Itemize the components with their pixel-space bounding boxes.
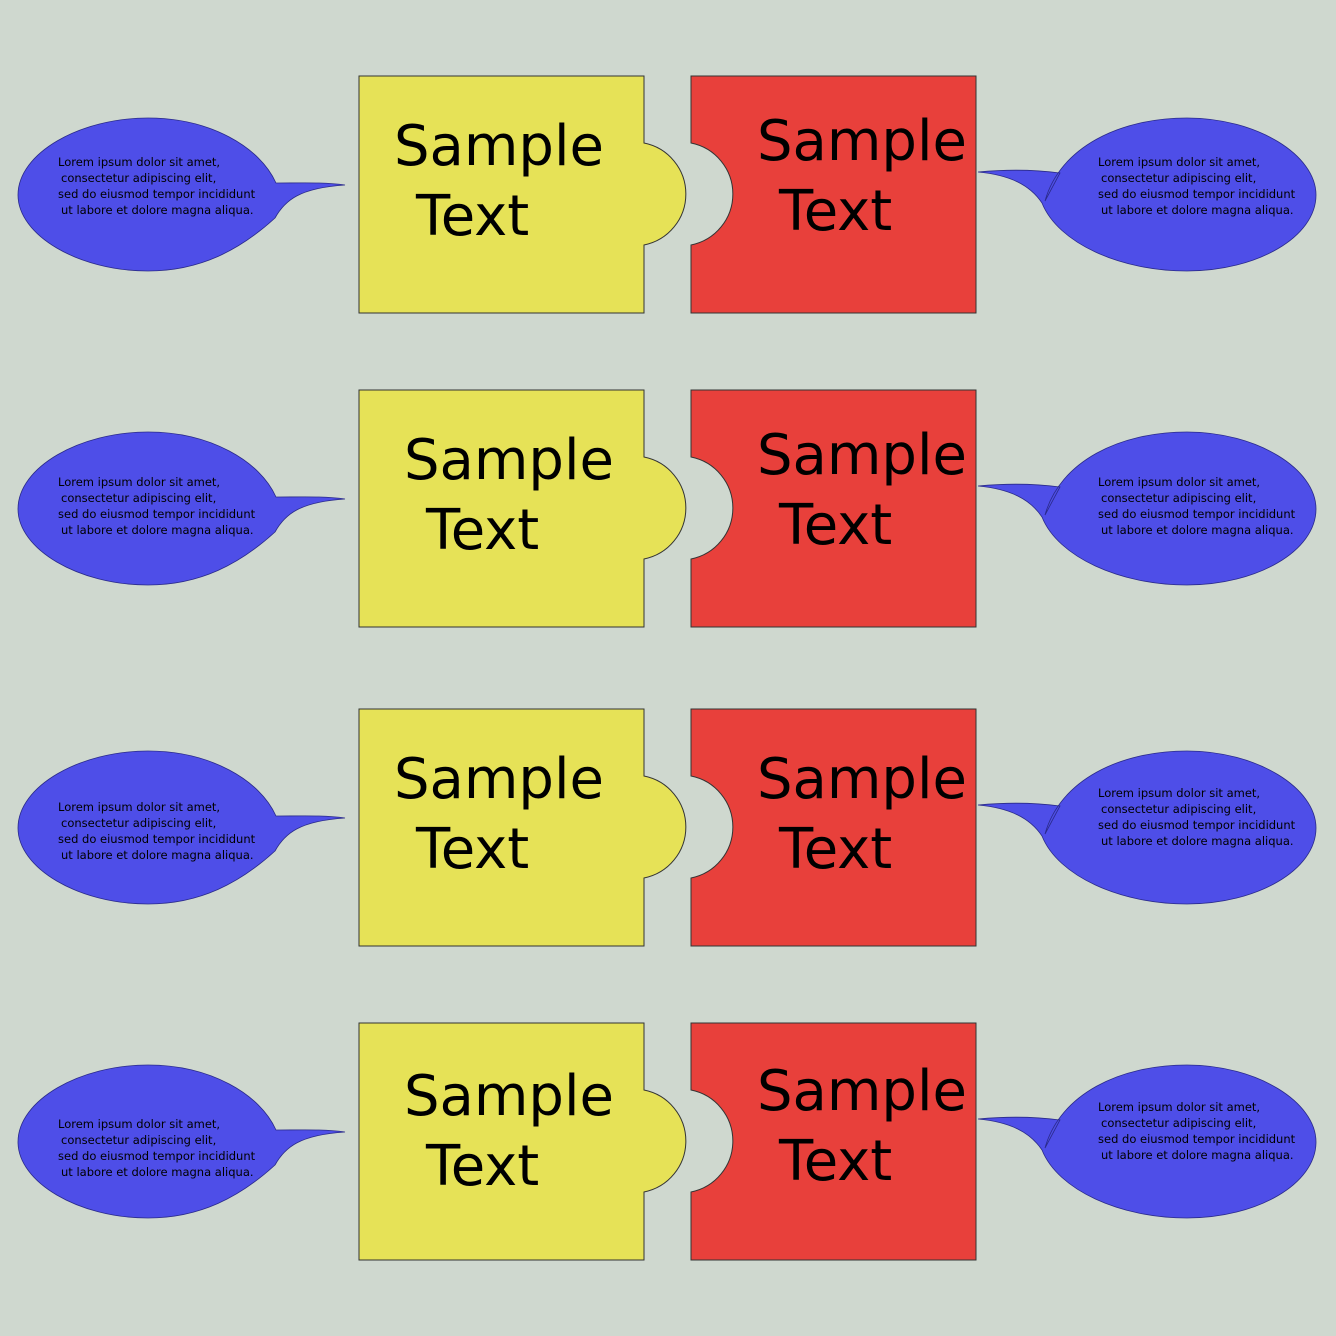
bubble-line: consectetur adipiscing elit, xyxy=(61,171,217,185)
label-line-2: Text xyxy=(426,498,540,563)
bubble-line: consectetur adipiscing elit, xyxy=(1101,491,1257,505)
label-line-1: Sample xyxy=(757,423,967,488)
left-bubble-text: Lorem ipsum dolor sit amet, consectetur … xyxy=(58,474,255,538)
bubble-line: sed do eiusmod tempor incididunt xyxy=(58,507,256,521)
left-bubble-text: Lorem ipsum dolor sit amet, consectetur … xyxy=(58,799,255,863)
bubble-line: ut labore et dolore magna aliqua. xyxy=(61,523,254,537)
label-line-2: Text xyxy=(416,817,530,882)
label-line-1: Sample xyxy=(394,114,604,179)
label-line-2: Text xyxy=(426,1134,540,1199)
bubble-line: ut labore et dolore magna aliqua. xyxy=(1101,1148,1294,1162)
bubble-line: sed do eiusmod tempor incididunt xyxy=(1098,818,1296,832)
red-puzzle-piece xyxy=(690,708,977,947)
left-speech-bubble xyxy=(17,1064,346,1219)
puzzle-row-4: Sample Text Sample Text Lorem ipsum dolo… xyxy=(0,1022,1336,1262)
bubble-line: Lorem ipsum dolor sit amet, xyxy=(1098,786,1261,800)
yellow-puzzle-piece xyxy=(358,1022,687,1261)
bubble-line: ut labore et dolore magna aliqua. xyxy=(61,1165,254,1179)
yellow-piece-label: Sample Text xyxy=(394,112,604,252)
bubble-line: ut labore et dolore magna aliqua. xyxy=(1101,523,1294,537)
yellow-piece-label: Sample Text xyxy=(404,426,614,566)
bubble-line: consectetur adipiscing elit, xyxy=(61,1133,217,1147)
left-bubble-text: Lorem ipsum dolor sit amet, consectetur … xyxy=(58,1116,255,1180)
row-shapes xyxy=(17,75,1317,314)
right-bubble-text: Lorem ipsum dolor sit amet, consectetur … xyxy=(1098,785,1295,849)
label-line-2: Text xyxy=(416,184,530,249)
bubble-line: ut labore et dolore magna aliqua. xyxy=(1101,203,1294,217)
bubble-line: consectetur adipiscing elit, xyxy=(61,491,217,505)
row-shapes xyxy=(17,708,1317,947)
bubble-line: Lorem ipsum dolor sit amet, xyxy=(58,1117,221,1131)
label-line-1: Sample xyxy=(757,1059,967,1124)
yellow-puzzle-piece xyxy=(358,75,687,314)
left-speech-bubble xyxy=(17,750,346,905)
label-line-2: Text xyxy=(779,179,893,244)
right-speech-bubble xyxy=(977,1064,1317,1219)
right-speech-bubble xyxy=(977,117,1317,272)
puzzle-row-1: Sample Text Sample Text Lorem ipsum dolo… xyxy=(0,75,1336,315)
yellow-puzzle-piece xyxy=(358,708,687,947)
yellow-puzzle-piece xyxy=(358,389,687,628)
bubble-line: Lorem ipsum dolor sit amet, xyxy=(1098,155,1261,169)
puzzle-row-3: Sample Text Sample Text Lorem ipsum dolo… xyxy=(0,708,1336,948)
bubble-line: Lorem ipsum dolor sit amet, xyxy=(1098,475,1261,489)
row-shapes xyxy=(17,389,1317,628)
label-line-2: Text xyxy=(779,1129,893,1194)
red-piece-label: Sample Text xyxy=(757,1057,967,1197)
red-piece-label: Sample Text xyxy=(757,107,967,247)
bubble-line: sed do eiusmod tempor incididunt xyxy=(1098,507,1296,521)
right-bubble-text: Lorem ipsum dolor sit amet, consectetur … xyxy=(1098,154,1295,218)
red-piece-label: Sample Text xyxy=(757,745,967,885)
label-line-1: Sample xyxy=(757,747,967,812)
bubble-line: consectetur adipiscing elit, xyxy=(61,816,217,830)
red-piece-label: Sample Text xyxy=(757,421,967,561)
bubble-line: Lorem ipsum dolor sit amet, xyxy=(58,475,221,489)
red-puzzle-piece xyxy=(690,389,977,628)
red-puzzle-piece xyxy=(690,75,977,314)
right-speech-bubble xyxy=(977,750,1317,905)
right-bubble-text: Lorem ipsum dolor sit amet, consectetur … xyxy=(1098,1099,1295,1163)
bubble-line: Lorem ipsum dolor sit amet, xyxy=(58,155,221,169)
bubble-line: sed do eiusmod tempor incididunt xyxy=(58,187,256,201)
puzzle-row-2: Sample Text Sample Text Lorem ipsum dolo… xyxy=(0,389,1336,629)
row-shapes xyxy=(17,1022,1317,1261)
bubble-line: ut labore et dolore magna aliqua. xyxy=(61,848,254,862)
right-speech-bubble xyxy=(977,431,1317,586)
label-line-1: Sample xyxy=(394,747,604,812)
right-bubble-text: Lorem ipsum dolor sit amet, consectetur … xyxy=(1098,474,1295,538)
bubble-line: sed do eiusmod tempor incididunt xyxy=(1098,187,1296,201)
bubble-line: sed do eiusmod tempor incididunt xyxy=(58,832,256,846)
left-speech-bubble xyxy=(17,117,346,272)
bubble-line: sed do eiusmod tempor incididunt xyxy=(58,1149,256,1163)
left-bubble-text: Lorem ipsum dolor sit amet, consectetur … xyxy=(58,154,255,218)
bubble-line: ut labore et dolore magna aliqua. xyxy=(1101,834,1294,848)
bubble-line: consectetur adipiscing elit, xyxy=(1101,802,1257,816)
label-line-1: Sample xyxy=(404,1064,614,1129)
yellow-piece-label: Sample Text xyxy=(394,745,604,885)
bubble-line: sed do eiusmod tempor incididunt xyxy=(1098,1132,1296,1146)
red-puzzle-piece xyxy=(690,1022,977,1261)
bubble-line: ut labore et dolore magna aliqua. xyxy=(61,203,254,217)
left-speech-bubble xyxy=(17,431,346,586)
yellow-piece-label: Sample Text xyxy=(404,1062,614,1202)
label-line-2: Text xyxy=(779,493,893,558)
label-line-2: Text xyxy=(779,817,893,882)
bubble-line: consectetur adipiscing elit, xyxy=(1101,1116,1257,1130)
label-line-1: Sample xyxy=(757,109,967,174)
bubble-line: Lorem ipsum dolor sit amet, xyxy=(58,800,221,814)
bubble-line: consectetur adipiscing elit, xyxy=(1101,171,1257,185)
label-line-1: Sample xyxy=(404,428,614,493)
bubble-line: Lorem ipsum dolor sit amet, xyxy=(1098,1100,1261,1114)
